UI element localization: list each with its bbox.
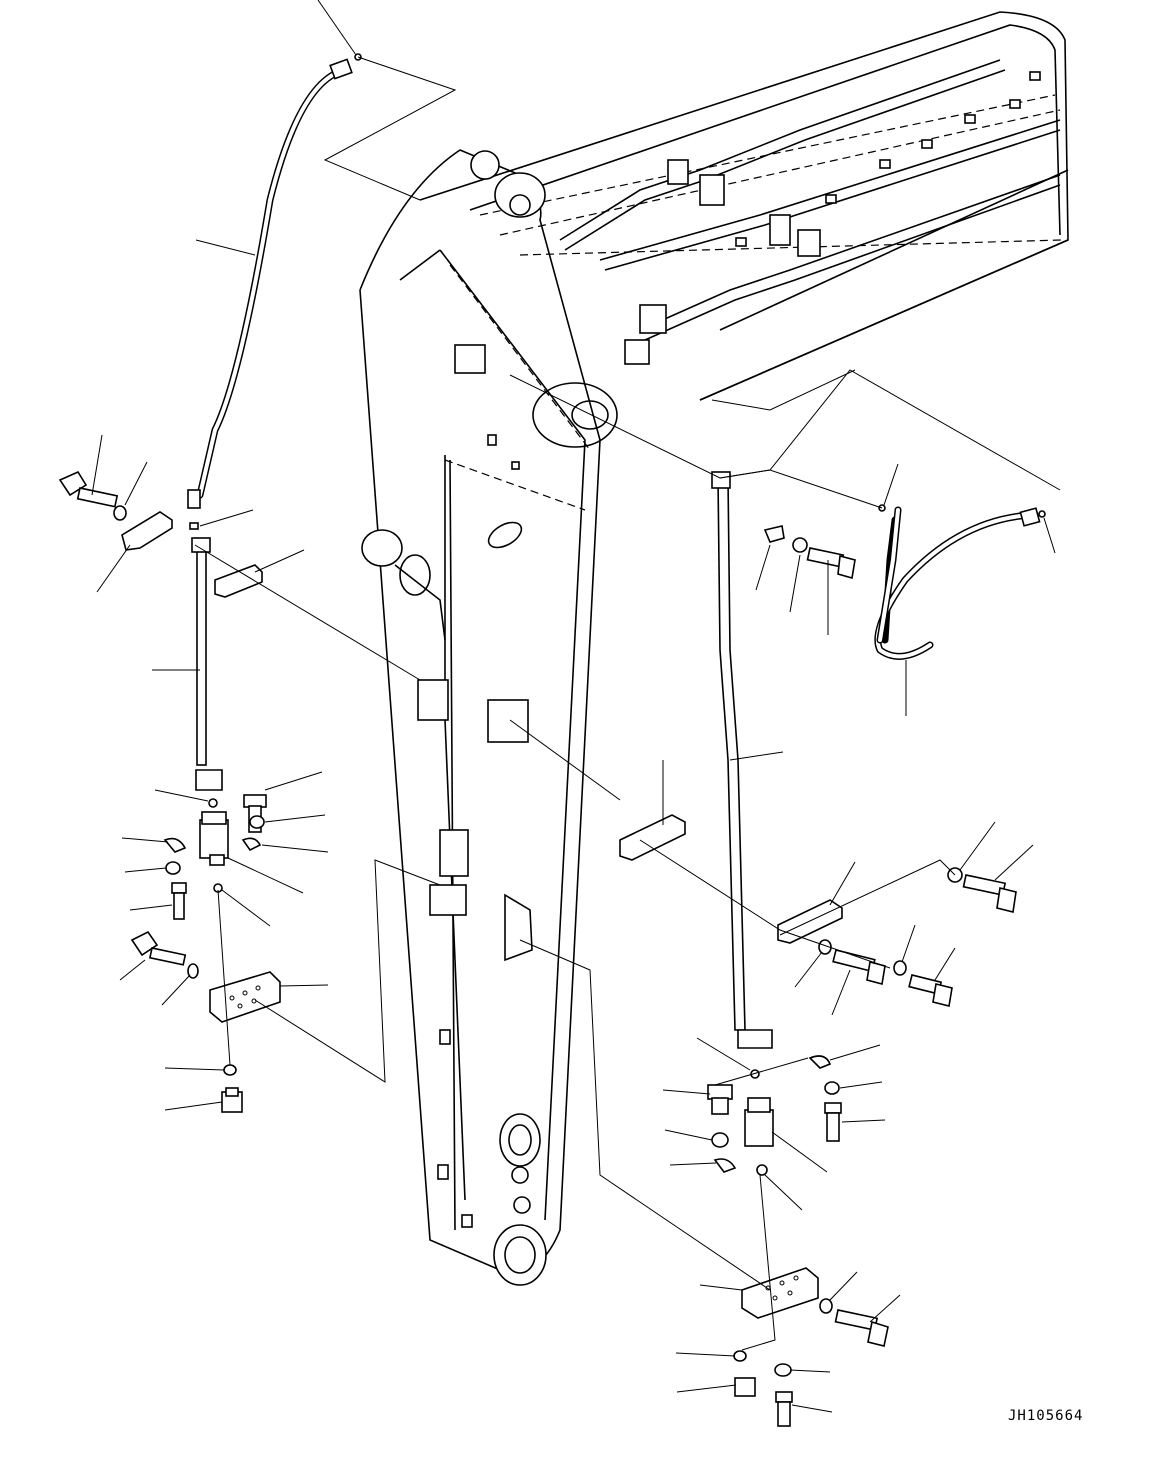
right-hose-assembly: [874, 504, 1046, 660]
left-hose-assembly: [187, 53, 362, 530]
right-pipe-valve-group: [619, 471, 1017, 1427]
left-pipe-valve-group: [58, 470, 281, 1113]
drawing-code: JH105664: [1008, 1408, 1084, 1424]
arm-structure: [359, 149, 601, 1286]
leader-lines: [91, 0, 1061, 1413]
upper-boom: [419, 11, 1069, 448]
